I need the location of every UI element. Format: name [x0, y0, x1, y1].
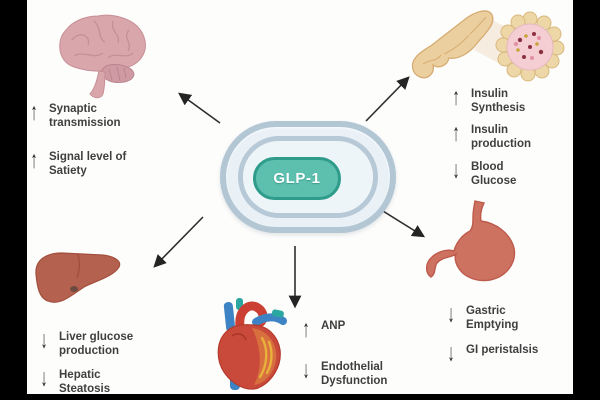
effect-label: Signal level of Satiety	[49, 151, 127, 177]
effect-hepatic-steatosis: ↓ Hepatic Steatosis	[38, 365, 119, 396]
effect-anp: ↑ ANP	[300, 316, 401, 343]
arrow-to-pancreas	[365, 76, 410, 122]
gallbladder	[70, 286, 78, 292]
down-arrow-icon: ↓	[452, 157, 460, 184]
up-arrow-icon: ↑	[30, 147, 38, 174]
effect-label: Gastric Emptying	[466, 305, 519, 331]
liver-icon	[35, 252, 121, 303]
effect-endothelial-dysfunction: ↓ Endothelial Dysfunction	[300, 357, 401, 388]
brain-icon	[59, 14, 146, 99]
down-arrow-icon: ↓	[447, 301, 455, 328]
arrow-to-brain	[178, 92, 221, 124]
effect-insulin-production: ↑ Insulin production	[450, 120, 541, 151]
effect-liver-glucose-production: ↓ Liver glucose production	[38, 327, 151, 358]
heart-icon	[217, 298, 287, 390]
arrow-to-stomach	[377, 207, 426, 238]
effect-blood-glucose: ↓ Blood Glucose	[450, 157, 526, 188]
effect-label: GI peristalsis	[466, 344, 539, 356]
effect-synaptic-transmission: ↑ Synaptic transmission	[28, 99, 133, 130]
down-arrow-icon: ↓	[302, 357, 310, 384]
islet-of-langerhans	[495, 11, 565, 82]
pancreas-icon	[411, 10, 565, 82]
letterbox-right	[573, 0, 600, 400]
up-arrow-icon: ↑	[452, 84, 460, 111]
effect-label: Hepatic Steatosis	[59, 369, 111, 395]
up-arrow-icon: ↑	[452, 120, 460, 147]
effect-insulin-synthesis: ↑ Insulin Synthesis	[450, 84, 533, 115]
glp1-pill: GLP-1	[253, 157, 341, 200]
effect-label: Insulin Synthesis	[471, 88, 526, 114]
glp1-label: GLP-1	[273, 170, 321, 187]
down-arrow-icon: ↓	[40, 327, 48, 354]
effect-label: Liver glucose production	[59, 331, 134, 357]
effect-label: Blood Glucose	[471, 161, 517, 187]
effect-label: Insulin production	[471, 124, 532, 150]
up-arrow-icon: ↑	[302, 316, 310, 343]
down-arrow-icon: ↓	[40, 365, 48, 392]
effect-gi-peristalsis: ↓ GI peristalsis	[445, 340, 561, 367]
effect-label: Endothelial Dysfunction	[321, 361, 388, 387]
letterbox-bottom	[0, 394, 600, 400]
arrow-to-liver	[153, 216, 204, 268]
down-arrow-icon: ↓	[447, 340, 455, 367]
stomach-icon	[425, 200, 516, 282]
effect-gastric-emptying: ↓ Gastric Emptying	[445, 301, 530, 332]
effect-signal-level-of-satiety: ↑ Signal level of Satiety	[28, 147, 129, 178]
effect-label: Synaptic transmission	[49, 103, 121, 129]
up-arrow-icon: ↑	[30, 99, 38, 126]
effect-label: ANP	[321, 320, 346, 332]
letterbox-left	[0, 0, 27, 400]
